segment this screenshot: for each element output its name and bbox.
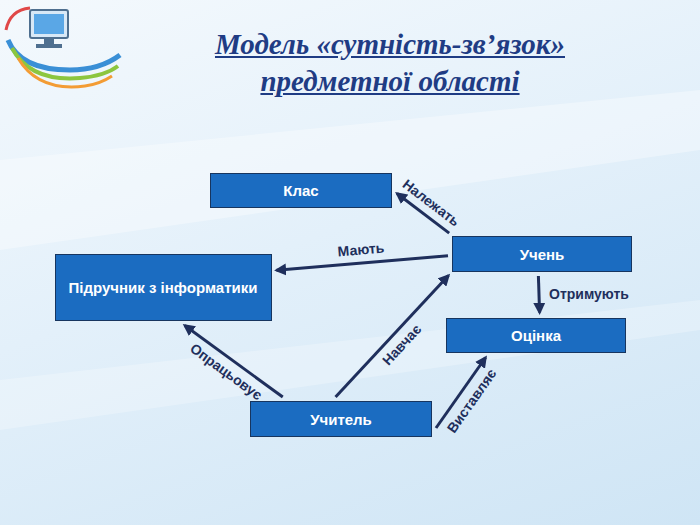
relationship-label: Опрацьовує [186, 340, 265, 404]
entity-box: Учень [452, 236, 632, 272]
relationship-arrow [336, 276, 449, 397]
entity-box: Учитель [250, 401, 432, 437]
logo-monitor [30, 10, 68, 38]
relationship-label: Виставляє [443, 365, 500, 436]
logo-swoosh [6, 8, 30, 30]
relationship-arrow [538, 276, 539, 313]
relationship-label: Навчає [379, 321, 425, 369]
slide-title: Модель «сутність-зв’язок» предметної обл… [185, 26, 595, 100]
relationship-label: Отримують [549, 286, 629, 303]
relationship-label: Мають [337, 239, 385, 260]
entity-name: Клас [275, 181, 326, 200]
entity-name: Учитель [302, 410, 380, 429]
entity-name: Оцінка [503, 326, 569, 345]
logo-stand [36, 44, 62, 48]
entity-name: Учень [512, 245, 573, 264]
logo-screen [34, 14, 64, 34]
entity-box: Оцінка [446, 318, 626, 353]
entity-box: Підручник з інформатики [55, 254, 272, 321]
relationship-label: Належать [399, 175, 463, 229]
logo-stand [44, 38, 54, 44]
light-band [0, 90, 700, 250]
logo-icon [6, 8, 120, 87]
logo-swoosh [18, 58, 112, 87]
entity-box: Клас [210, 173, 392, 208]
entity-name: Підручник з інформатики [61, 278, 266, 297]
logo-swoosh [12, 48, 118, 78]
